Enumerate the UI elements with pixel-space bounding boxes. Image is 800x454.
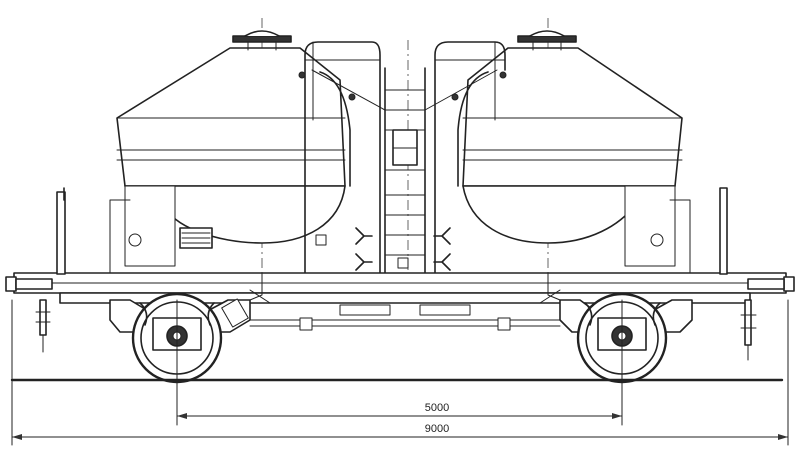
underframe (13, 187, 787, 331)
right-filling-hatch (517, 35, 577, 43)
left-wheelset (109, 292, 251, 384)
left-buffer (5, 276, 53, 353)
left-hopper-tank (116, 30, 346, 267)
wheelbase-label: 5000 (425, 402, 449, 414)
right-buffer (740, 276, 795, 361)
dimension-wheelbase: 5000 (176, 299, 623, 426)
central-ladder-platform (298, 41, 507, 301)
left-filling-hatch (232, 35, 292, 43)
dimension-overall-length: 9000 (11, 299, 789, 446)
right-wheelset (559, 292, 693, 384)
overall-length-label: 9000 (425, 423, 449, 435)
right-hopper-tank (462, 30, 683, 267)
